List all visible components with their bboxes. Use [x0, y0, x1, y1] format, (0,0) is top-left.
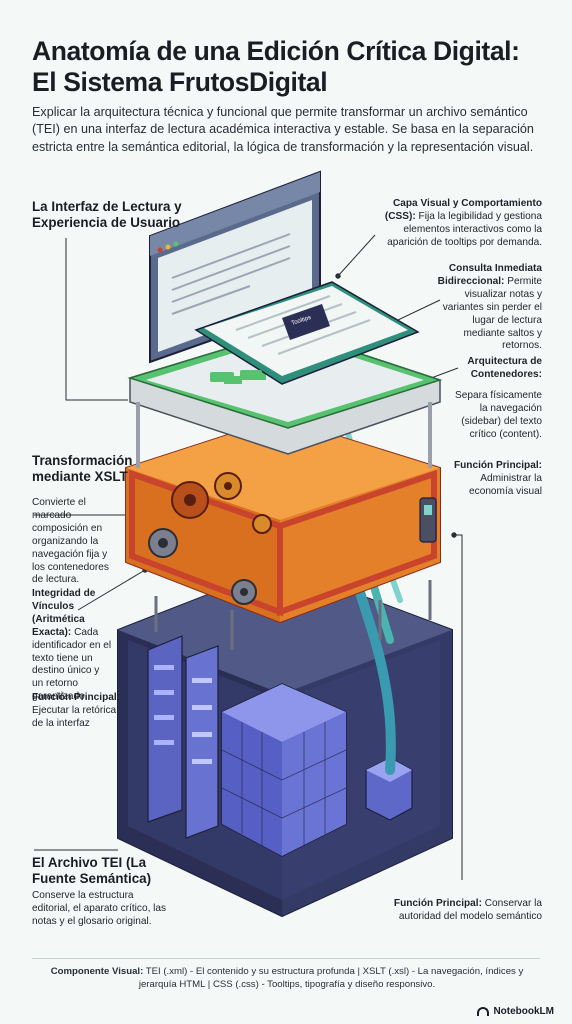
contenedores-key: Arquitectura de Contenedores: — [467, 356, 542, 380]
gears — [148, 472, 272, 605]
data-cube-stack — [221, 683, 347, 857]
tei-function-key: Función Principal: — [393, 898, 482, 909]
layer-pillars — [154, 580, 432, 650]
notebooklm-logo-icon — [477, 1007, 490, 1016]
xslt-function-note: Función Principal: Ejecutar la retórica … — [32, 692, 128, 731]
contenedores-function-note: Función Principal: Administrar la econom… — [446, 460, 542, 499]
contenedores-description: Separa físicamente la navegación (sideba… — [455, 390, 542, 440]
xslt-heading: Transformación mediante XSLT — [32, 453, 133, 485]
xslt-function-text: Ejecutar la retórica de la interfaz — [32, 704, 117, 729]
title-line-2: El Sistema FrutosDigital — [32, 67, 328, 98]
xslt-integrity-key: Integridad de Vínculos (Aritmética Exact… — [32, 588, 96, 638]
contenedores-note: Arquitectura de Contenedores: — [432, 356, 542, 382]
xslt-engine-block — [125, 416, 441, 624]
contenedores-function-key: Función Principal: — [453, 460, 542, 471]
tei-heading: El Archivo TEI (La Fuente Semántica) — [32, 855, 152, 887]
css-note: Capa Visual y Comportamiento (CSS): Fija… — [370, 198, 542, 250]
footer-text: TEI (.xml) - El contenido y su estructur… — [138, 966, 524, 990]
consulta-note: Consulta Inmediata Bidireccional: Permit… — [430, 263, 542, 353]
content-panel-illustration: Tooltips — [194, 281, 420, 385]
css-text: Fija la legibilidad y gestiona elementos… — [387, 210, 542, 248]
consulta-text: Permite visualizar notas y variantes sin… — [442, 275, 542, 352]
interface-heading: La Interfaz de Lectura y Experiencia de … — [32, 199, 182, 231]
container-side-pillars — [136, 402, 432, 468]
brand-name: NotebookLM — [493, 1006, 554, 1017]
tei-description: Conserve la estructura editorial, el apa… — [32, 890, 167, 927]
xslt-description: Convierte el marcado composición en orga… — [32, 497, 109, 586]
xslt-side-panel — [419, 497, 437, 543]
footer-legend: Componente Visual: TEI (.xml) - El conte… — [32, 966, 542, 992]
footer-key: Componente Visual: — [50, 966, 144, 977]
tei-function-text: Conservar la autoridad del modelo semánt… — [398, 898, 542, 922]
brand-watermark: NotebookLM — [477, 1006, 554, 1017]
title-line-1: Anatomía de una Edición Crítica Digital: — [32, 36, 520, 66]
footer-divider — [32, 958, 540, 959]
page-subtitle: Explicar la arquitectura técnica y funci… — [32, 105, 534, 154]
xslt-integrity-text: Cada identificador en el texto tiene un … — [32, 626, 112, 703]
page-title: Anatomía de una Edición Crítica Digital:… — [32, 36, 552, 99]
contenedores-function-text: Administrar la economía visual — [469, 472, 542, 497]
tooltip-bubble-label: Tooltips — [291, 315, 312, 327]
xslt-function-key: Función Principal: — [32, 692, 121, 703]
tei-function-note: Función Principal: Conservar la autorida… — [382, 898, 542, 924]
css-key: Capa Visual y Comportamiento (CSS): — [384, 198, 542, 222]
consulta-key: Consulta Inmediata Bidireccional: — [437, 263, 542, 287]
xslt-integrity-note: Integridad de Vínculos (Aritmética Exact… — [32, 588, 112, 704]
server-racks — [147, 635, 219, 839]
